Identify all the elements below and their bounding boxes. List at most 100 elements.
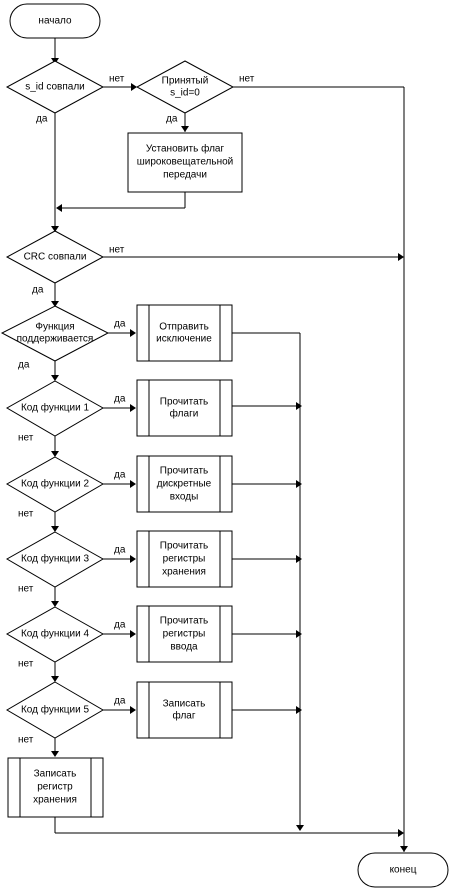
process-set-broadcast-line2: широковещательной	[137, 157, 234, 168]
arrow-to-read-flags	[130, 404, 136, 412]
arrow-flag-join	[296, 706, 302, 714]
decision-func4-label: Код функции 4	[21, 628, 89, 640]
end-label: конец	[390, 865, 417, 876]
process-read-holding-line3: хранения	[162, 567, 206, 578]
process-read-input-line3: ввода	[170, 642, 198, 653]
process-read-discrete-line3: входы	[170, 492, 199, 503]
label-func1-no: нет	[18, 433, 34, 444]
process-read-flags-line1: Прочитать	[160, 397, 209, 408]
decision-sid-match-label: s_id совпали	[25, 82, 85, 93]
decision-func2-label: Код функции 2	[21, 478, 89, 490]
process-read-input-line1: Прочитать	[160, 616, 209, 627]
process-write-flag-line1: Записать	[163, 699, 206, 710]
label-func4-yes: да	[114, 620, 126, 631]
decision-func4: Код функции 4	[5, 606, 105, 663]
arrow-discrete-join	[296, 480, 302, 488]
arrow-to-func3	[51, 526, 59, 532]
arrow-to-read-holding	[130, 555, 136, 563]
arrow-to-end	[400, 846, 408, 852]
label-func2-no: нет	[18, 509, 34, 520]
branch-labels: нет нет да да нет да да да да нет да нет…	[18, 74, 255, 746]
arrow-to-func4	[51, 601, 59, 607]
arrow-to-func2	[51, 451, 59, 457]
arrow-to-func5	[51, 676, 59, 682]
process-send-exception-line1: Отправить	[159, 322, 209, 333]
process-read-discrete-line1: Прочитать	[160, 466, 209, 477]
process-write-holding-line1: Записать	[34, 769, 77, 780]
decision-sid-match: s_id совпали	[5, 60, 105, 114]
label-func3-yes: да	[114, 545, 126, 556]
arrow-to-func-supported	[51, 301, 59, 307]
process-write-flag: Записать флаг	[136, 681, 233, 739]
decision-func-supported: Функция поддерживается	[0, 305, 110, 362]
label-supported-yes: да	[114, 319, 126, 330]
label-crc-yes: да	[32, 285, 44, 296]
process-read-discrete-line2: дискретные	[157, 479, 212, 490]
decision-func1-label: Код функции 1	[21, 402, 89, 414]
decision-func1: Код функции 1	[5, 380, 105, 437]
label-func1-yes: да	[114, 394, 126, 405]
label-func2-yes: да	[114, 470, 126, 481]
process-set-broadcast: Установить флаг широковещательной переда…	[127, 132, 243, 193]
process-write-holding: Записать регистр хранения	[7, 757, 104, 818]
arrow-merge-broadcast	[56, 204, 62, 212]
start-terminal: начало	[9, 3, 101, 39]
decision-crc-match: CRC совпали	[5, 230, 105, 284]
arrow-to-func1	[51, 375, 59, 381]
arrow-main-join-end	[296, 825, 304, 831]
arrow-to-read-input	[130, 630, 136, 638]
end-terminal: конец	[357, 852, 449, 888]
process-read-holding-line2: регистры	[163, 554, 206, 565]
label-func5-yes: да	[114, 696, 126, 707]
process-set-broadcast-line3: передачи	[163, 170, 207, 181]
process-read-holding-line1: Прочитать	[160, 541, 209, 552]
process-read-discrete: Прочитать дискретные входы	[136, 455, 233, 513]
label-func5-no: нет	[18, 735, 34, 746]
process-read-holding: Прочитать регистры хранения	[136, 530, 233, 588]
process-write-holding-line3: хранения	[33, 795, 77, 806]
decision-func5: Код функции 5	[6, 681, 104, 739]
arrow-to-send-exception	[130, 329, 136, 337]
decision-func3: Код функции 3	[5, 531, 105, 588]
decision-received-sid0: Принятый s_id=0	[135, 60, 235, 114]
arrow-holding-join	[296, 555, 302, 563]
decision-func5-label: Код функции 5	[21, 704, 89, 716]
arrow-right-to-end-line	[398, 829, 404, 837]
process-write-holding-line2: регистр	[37, 782, 73, 793]
process-read-input: Прочитать регистры ввода	[136, 605, 233, 663]
process-read-flags-line2: флаги	[170, 408, 199, 420]
decision-func-supported-line2: поддерживается	[17, 334, 94, 345]
arrow-to-crc-match	[51, 226, 59, 232]
label-crc-no: нет	[109, 245, 125, 256]
process-read-input-line2: регистры	[163, 629, 206, 640]
decision-received-sid0-line2: s_id=0	[170, 88, 200, 99]
arrow-to-received-sid0	[131, 83, 137, 91]
arrow-input-join	[296, 630, 302, 638]
decision-func3-label: Код функции 3	[21, 553, 89, 565]
label-func4-no: нет	[18, 659, 34, 670]
arrow-to-write-flag	[130, 706, 136, 714]
process-send-exception: Отправить исключение	[136, 304, 233, 362]
label-supported-no: да	[18, 360, 30, 371]
process-read-flags: Прочитать флаги	[136, 379, 233, 437]
arrow-flags-join	[296, 402, 302, 410]
label-sid-no: нет	[109, 74, 125, 85]
label-func3-no: нет	[18, 584, 34, 595]
arrowheads	[51, 58, 408, 852]
arrow-to-read-discrete	[130, 480, 136, 488]
arrow-to-set-broadcast	[181, 126, 189, 132]
process-set-broadcast-line1: Установить флаг	[146, 143, 225, 155]
process-send-exception-line2: исключение	[156, 334, 212, 345]
decision-func-supported-line1: Функция	[35, 322, 74, 333]
arrow-to-write-holding	[51, 751, 59, 757]
decision-received-sid0-line1: Принятый	[162, 76, 209, 87]
arrow-crc-no	[398, 253, 404, 261]
start-label: начало	[38, 16, 72, 27]
process-write-flag-line2: флаг	[172, 710, 195, 722]
decision-crc-match-label: CRC совпали	[24, 252, 87, 263]
label-received-yes: да	[166, 114, 178, 125]
label-sid-yes: да	[36, 114, 48, 125]
decision-func2: Код функции 2	[5, 456, 105, 513]
label-received-no: нет	[239, 74, 255, 85]
